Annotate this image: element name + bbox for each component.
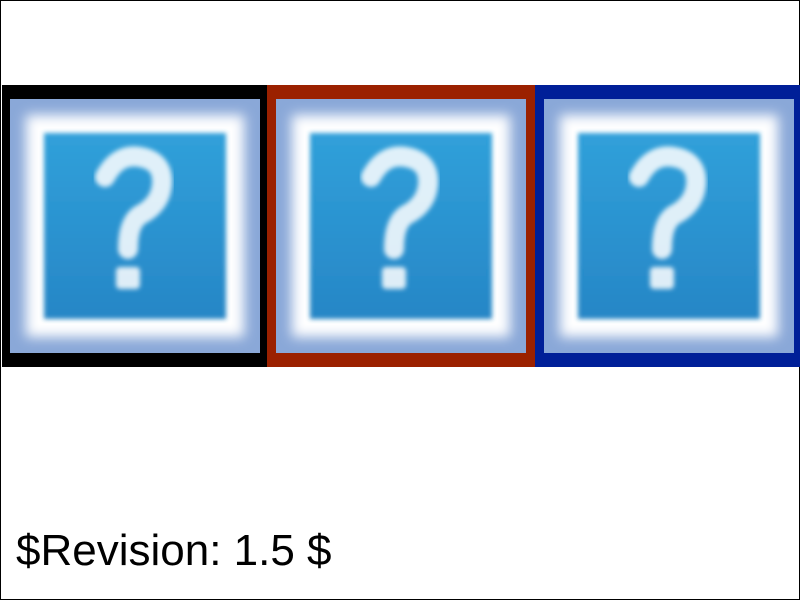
help-tile-black [2,85,267,367]
revision-label: $Revision: 1.5 $ [16,526,332,575]
question-mark-icon [276,99,526,353]
question-mark-icon [544,99,794,353]
question-mark-icon [10,99,260,353]
help-tile-red [267,85,535,367]
help-tile-blue [535,85,800,367]
